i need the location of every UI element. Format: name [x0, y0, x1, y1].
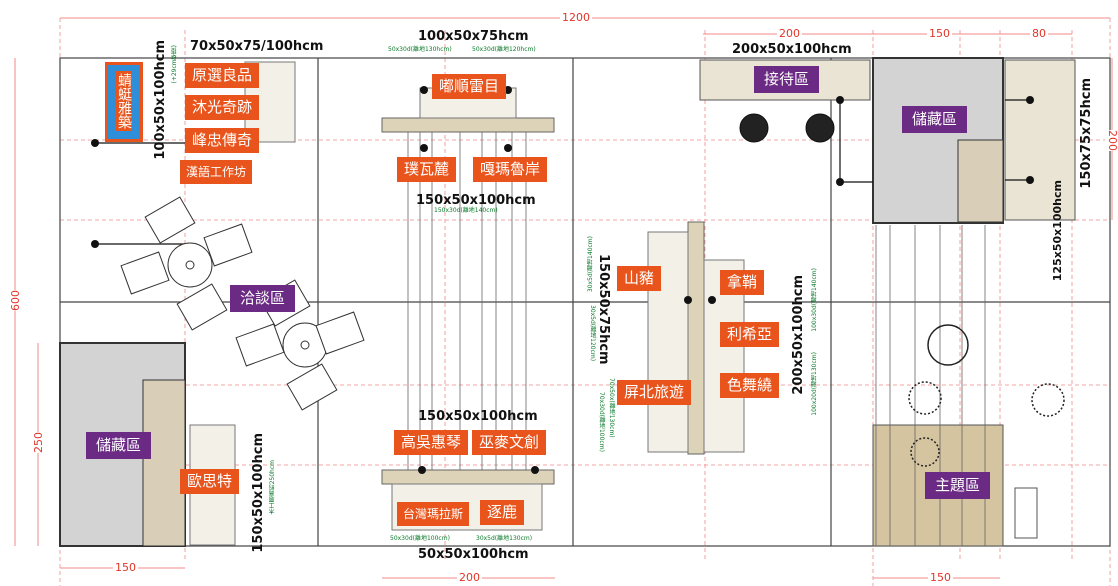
note-d6-a: 30x5d(離地140cm): [587, 236, 594, 293]
zone-storage-top: 儲藏區: [902, 106, 968, 133]
dim-overall-height: 600: [8, 290, 23, 311]
dim-bottom-left-150: 150: [113, 561, 138, 574]
booth-zhulu: 逐鹿: [480, 500, 525, 525]
dim-top-150: 150: [927, 27, 952, 40]
dim-label-d4: 100x50x100hcm: [153, 40, 168, 160]
booth-hanlu: 漢語工作坊: [180, 160, 253, 184]
dim-top-200: 200: [777, 27, 802, 40]
dim-left-250: 250: [31, 432, 46, 453]
booth-dushun: 嘟順雷目: [432, 74, 507, 99]
note-d7-b: 100x20d(離地130cm): [811, 352, 818, 416]
dim-bottom-mid-200: 200: [457, 571, 482, 584]
booth-yuanxuan: 原選良品: [185, 63, 260, 88]
zone-negotiation: 洽談區: [230, 285, 296, 312]
booth-wumai: 巫麥文創: [472, 430, 547, 455]
booth-gaowu: 高吳惠琴: [394, 430, 469, 455]
note-d9-a: 50x30d(離地100cm): [390, 535, 450, 542]
dim-bottom-right-150: 150: [928, 571, 953, 584]
note-d9-b: 30x5d(離地130cm): [476, 535, 533, 542]
note-d13-b: 70x30d(離地100cm): [598, 392, 605, 452]
dim-label-d2: 100x50x75hcm: [418, 29, 529, 44]
note-d2-a: 50x30d(離地130hcm): [388, 46, 452, 53]
note-d13-a: 70x50x(離地130cm): [608, 378, 615, 438]
note-d2-b: 50x30d(離地120hcm): [472, 46, 536, 53]
dim-label-d3: 200x50x100hcm: [732, 42, 852, 57]
dim-label-d6: 150x50x75hcm: [596, 254, 611, 365]
dim-overall-width: 1200: [560, 11, 592, 24]
booth-puwali: 璞瓦麓: [397, 157, 457, 182]
booth-nabu: 拿鞘: [720, 270, 765, 295]
dim-label-d12: 125x50x100hcm: [1051, 180, 1064, 282]
note-d6-b: 30x5d(離地120cm): [589, 305, 596, 362]
zone-storage-left: 儲藏區: [86, 432, 152, 459]
dim-label-d5: 150x50x100hcm: [416, 193, 536, 208]
booth-ousite: 歐思特: [180, 469, 240, 494]
booth-lixiya: 利希亞: [720, 322, 780, 347]
note-d4: (+29cm壁掛): [171, 45, 178, 84]
booth-sewurao: 色舞繞: [720, 373, 780, 398]
dim-right-200: 200: [1105, 130, 1118, 151]
dim-label-d8: 150x50x100hcm: [418, 409, 538, 424]
note-d5: 150x30d(離地140cm): [434, 207, 498, 214]
note-d10: 木工層高約250hcm: [269, 460, 276, 515]
zone-reception: 接待區: [754, 66, 820, 93]
dim-top-80: 80: [1030, 27, 1048, 40]
booth-jingting: 蜻蜓雅築: [105, 62, 143, 142]
dim-label-d10: 150x50x100hcm: [251, 433, 266, 553]
note-d7-a: 100x30d(離地140cm): [811, 268, 818, 332]
dim-label-d1: 70x50x75/100hcm: [190, 39, 324, 54]
dim-label-d7: 200x50x100hcm: [791, 275, 806, 395]
booth-taiwan-marasi: 台灣瑪拉斯: [397, 502, 470, 526]
booth-gama: 嘎瑪魯岸: [473, 157, 548, 182]
dim-label-d9: 50x50x100hcm: [418, 547, 529, 562]
booth-muguang: 沐光奇跡: [185, 95, 260, 120]
booth-fengzhi: 峰忠傳奇: [185, 128, 260, 153]
booth-pingbei: 屏北旅遊: [617, 380, 692, 405]
dim-label-d11: 150x75x75hcm: [1079, 78, 1094, 189]
zone-theme: 主題區: [925, 472, 991, 499]
booth-shanzhu: 山豬: [617, 266, 662, 291]
